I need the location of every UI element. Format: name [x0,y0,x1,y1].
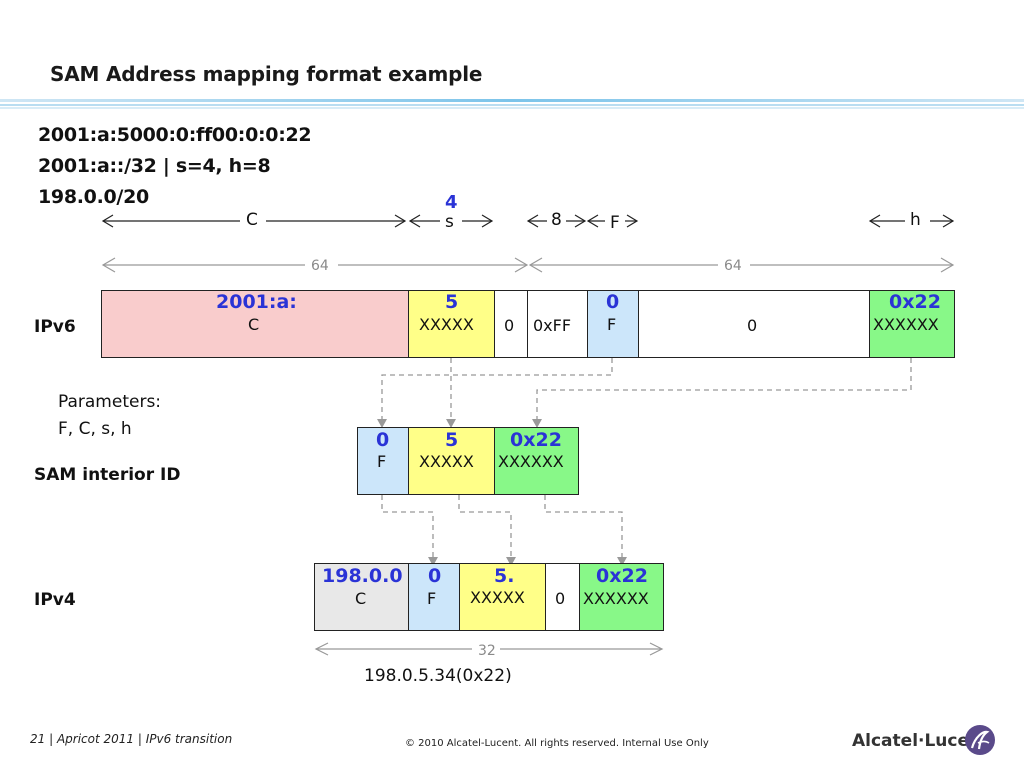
sam-h-value: 0x22 [510,429,562,451]
ipv4-c-field: C [355,589,367,608]
ipv4-cell-f [408,563,460,631]
ipv4-cell-h [579,563,664,631]
address-ipv4-prefix: 198.0.0/20 [38,186,149,208]
footer-copyright: © 2010 Alcatel-Lucent. All rights reserv… [405,738,709,749]
ipv6-cell-f [587,290,639,358]
ipv4-label: IPv4 [34,590,76,610]
ipv4-h-field: XXXXXX [583,589,649,608]
ipv6-h-value: 0x22 [889,291,941,313]
ipv6-f-value: 0 [606,291,620,313]
ipv6-cell-c [101,290,409,358]
sam-s-value: 5 [445,429,459,451]
footer-slide-info: 21 | Apricot 2011 | IPv6 transition [30,732,233,746]
ipv4-s-field: XXXXX [470,588,525,607]
ipv6-cell-h [869,290,955,358]
ipv6-c-field: C [248,315,260,334]
ipv6-ff-field: 0xFF [533,316,572,335]
ipv6-cell-mid [638,290,870,358]
ipv4-s-value: 5. [494,565,515,587]
brand-logo-icon [965,725,995,755]
ipv4-cell-c [314,563,409,631]
field-label-c: C [246,210,258,230]
ipv4-f-field: F [427,589,437,608]
address-prefix: 2001:a::/32 | s=4, h=8 [38,155,271,177]
field-label-h: h [910,210,921,230]
sam-h-field: XXXXXX [498,452,564,471]
sam-s-field: XXXXX [419,452,474,471]
ipv6-h-field: XXXXXX [873,315,939,334]
field-label-f: F [610,213,620,233]
ipv4-h-value: 0x22 [596,565,648,587]
ipv6-f-field: F [607,315,617,334]
sam-cell-h [494,427,579,495]
header-band [0,99,1024,109]
span-label-right: 64 [724,258,742,274]
parameters-list: F, C, s, h [58,419,132,439]
span-label-left: 64 [311,258,329,274]
page-title: SAM Address mapping format example [50,62,483,86]
sam-f-field: F [377,452,387,471]
ipv4-c-value: 198.0.0 [322,565,403,587]
ipv6-zero-field: 0 [504,316,515,335]
parameters-heading: Parameters: [58,392,162,412]
ipv4-zero-field: 0 [555,589,566,608]
field-label-eight: 8 [551,210,562,230]
ipv6-c-value: 2001:a: [216,291,297,313]
address-full: 2001:a:5000:0:ff00:0:0:22 [38,124,312,146]
ipv4-result: 198.0.5.34(0x22) [364,666,512,686]
ipv6-s-field: XXXXX [419,315,474,334]
field-label-s: s [445,212,454,232]
field-value-s: 4 [445,192,458,213]
sam-label: SAM interior ID [34,465,181,485]
ipv4-f-value: 0 [428,565,442,587]
ipv4-cell-s [459,563,546,631]
brand-logo-text: Alcatel·Lucent [852,731,990,751]
sam-f-value: 0 [376,429,390,451]
ipv6-mid-field: 0 [747,316,758,335]
sam-cell-s [408,427,495,495]
ipv6-s-value: 5 [445,291,459,313]
span-label-ipv4: 32 [478,643,496,659]
ipv6-label: IPv6 [34,317,76,337]
